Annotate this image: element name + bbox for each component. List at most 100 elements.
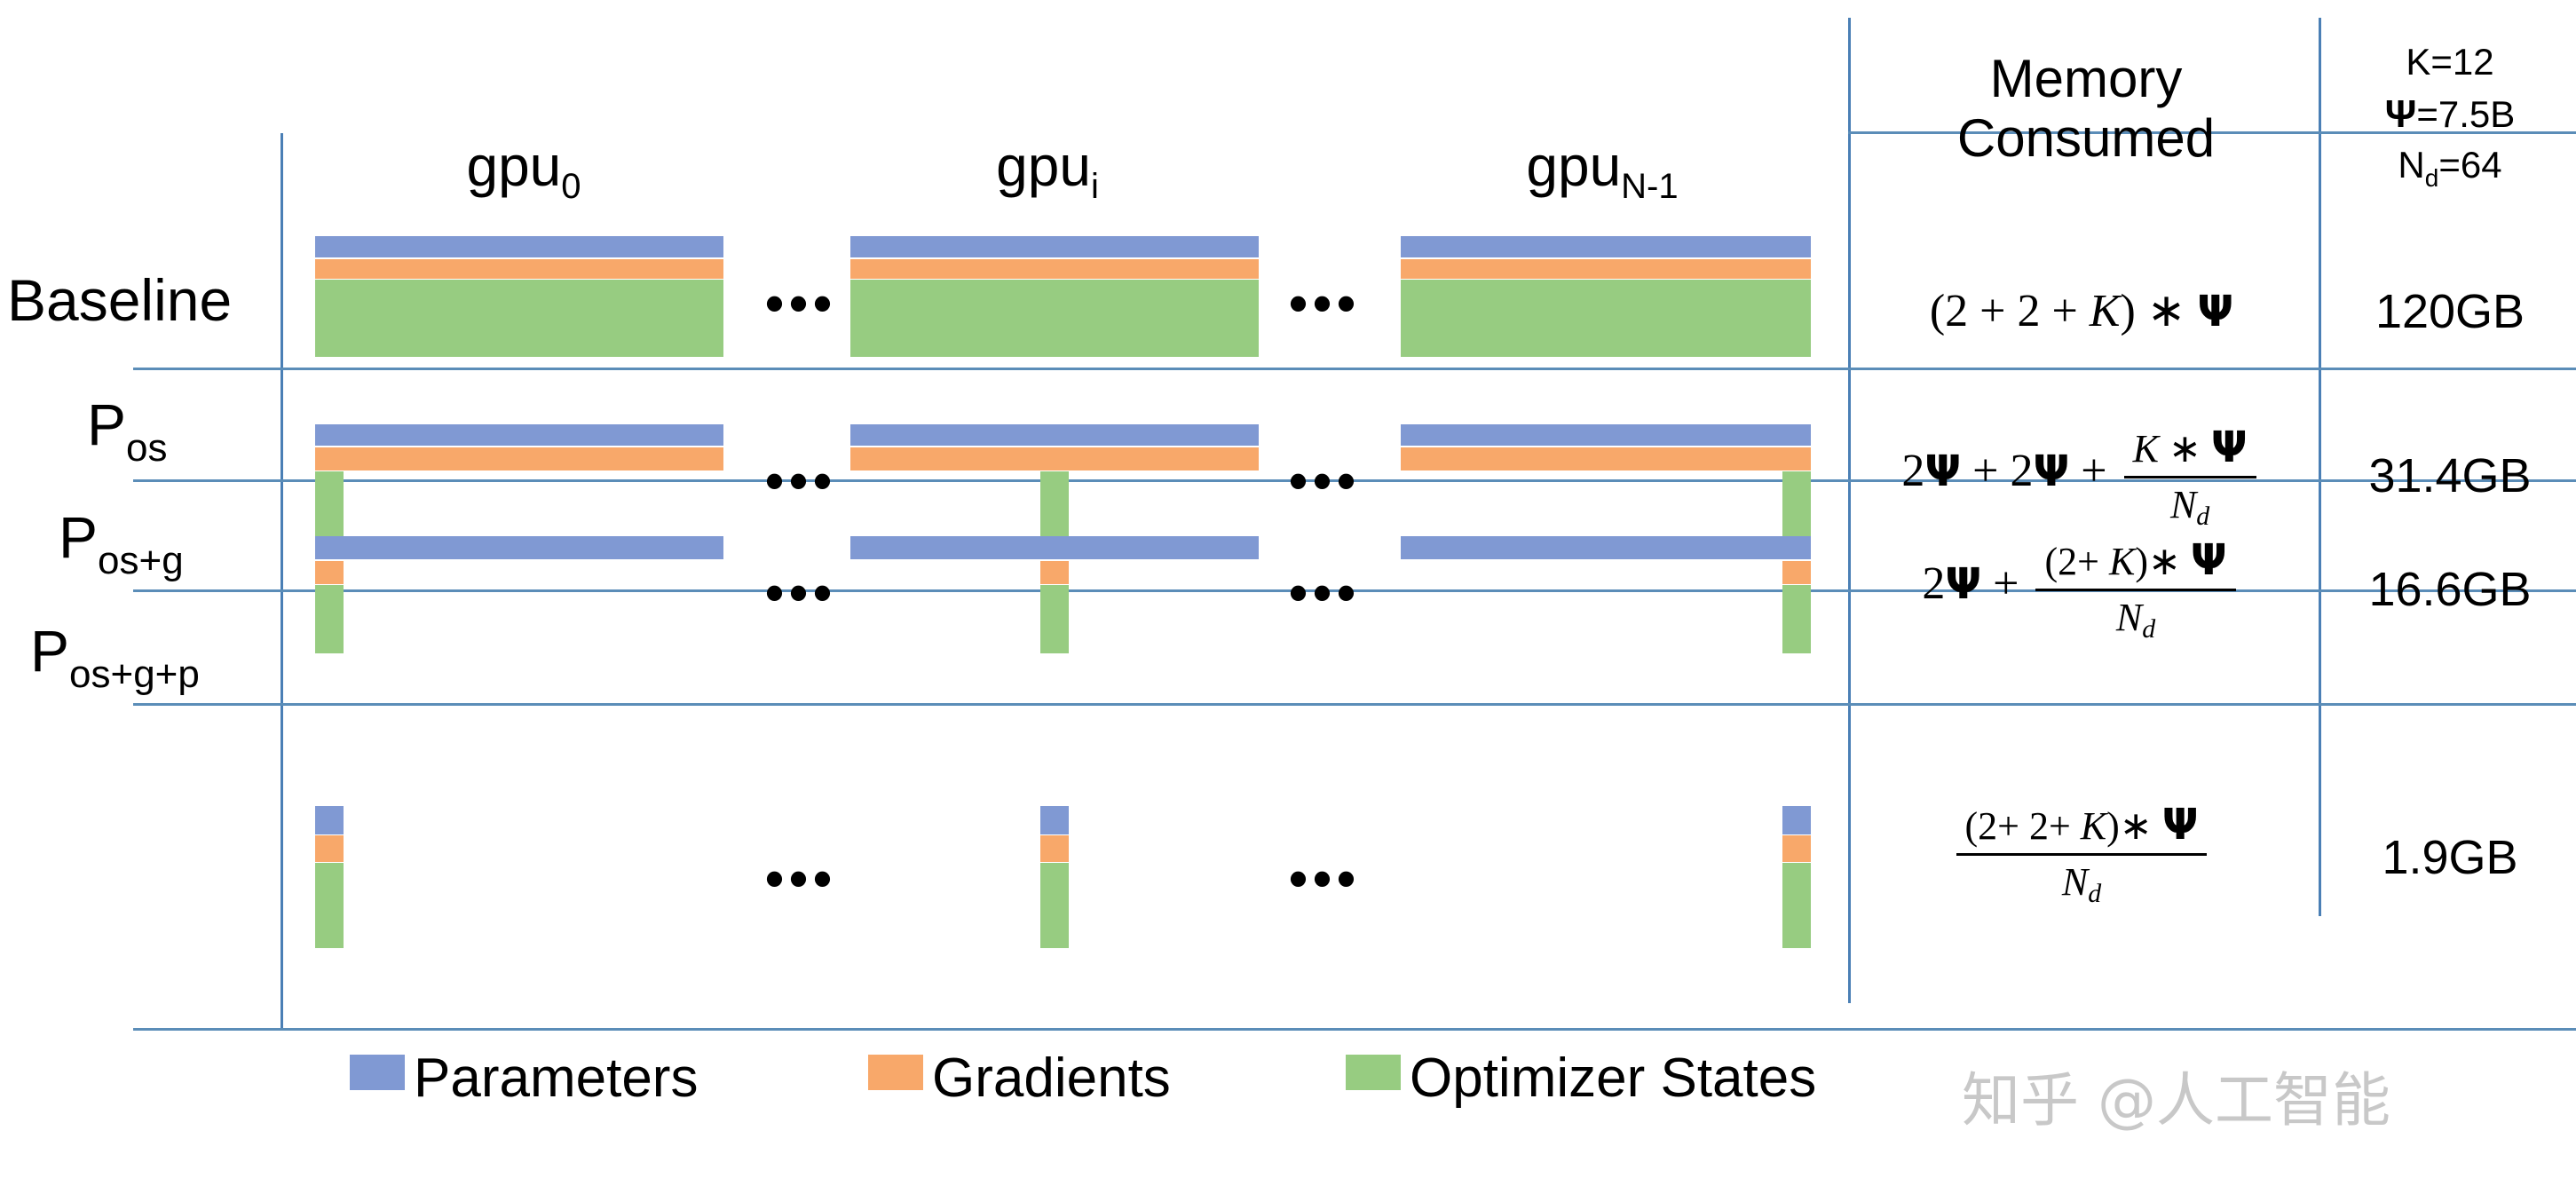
- row-label-baseline: Baseline: [7, 271, 232, 329]
- segment-optimizer-states: [1782, 585, 1811, 653]
- memory-value-divider: [2319, 18, 2321, 916]
- right-vertical-divider: [1848, 18, 1851, 1003]
- segment-optimizer-states: [315, 471, 344, 542]
- gpu-header-0-sub: 0: [561, 167, 581, 206]
- ellipsis-posg-2: •••: [1289, 563, 1362, 622]
- segment-gradients: [850, 447, 1259, 470]
- formula-baseline-expr: (2 + 2 + K) ∗ Ψ: [1929, 286, 2234, 336]
- segment-gradients: [315, 259, 723, 279]
- segment-gradients: [315, 447, 723, 470]
- ellipsis-pos-1: •••: [765, 451, 838, 510]
- row-label-pos-sub: os: [126, 426, 168, 470]
- segment-parameters: [315, 536, 723, 559]
- formula-baseline: (2 + 2 + K) ∗ Ψ: [1860, 257, 2303, 364]
- nd-sub: d: [2424, 164, 2439, 193]
- segment-parameters: [1040, 806, 1069, 834]
- segment-optimizer-states: [1782, 863, 1811, 948]
- ellipsis-posgp-2: •••: [1289, 849, 1362, 908]
- memory-value-posgp: 1.9GB: [2382, 831, 2518, 884]
- row-label-baseline-base: Baseline: [7, 267, 233, 333]
- row-label-posg-base: P: [59, 504, 99, 570]
- memory-value-pos: 31.4GB: [2368, 449, 2532, 502]
- bar-stack-pos-gpui: [850, 424, 1259, 542]
- ellipsis-baseline-1: •••: [765, 273, 838, 333]
- bar-stack-posgp-gpu0: [315, 806, 344, 948]
- gpu-header-i-sub: i: [1090, 167, 1099, 206]
- bar-stack-baseline-gpu0: [315, 236, 723, 357]
- memory-consumed-line1: Memory: [1989, 49, 2183, 108]
- constant-psi: Ψ=7.5B: [2330, 88, 2570, 140]
- nd-value: =64: [2438, 144, 2502, 186]
- gpu-header-n1-base: gpu: [1526, 134, 1622, 198]
- segment-gradients: [850, 259, 1259, 279]
- legend-label-gradients: Gradients: [932, 1048, 1171, 1109]
- memory-consumed-header: Memory Consumed: [1860, 49, 2312, 168]
- segment-optimizer-states: [315, 585, 344, 653]
- bar-stack-baseline-gpui: [850, 236, 1259, 357]
- watermark: 知乎 @人工智能: [1962, 1066, 2390, 1135]
- segment-parameters: [1401, 536, 1811, 559]
- segment-optimizer-states: [850, 280, 1259, 357]
- ellipsis-posg-1: •••: [765, 563, 838, 622]
- segment-optimizer-states: [315, 280, 723, 357]
- gpu-header-0-base: gpu: [466, 134, 562, 198]
- legend-label-parameters: Parameters: [414, 1048, 699, 1109]
- nd-symbol: N: [2398, 144, 2425, 186]
- header-rule: [1848, 131, 2576, 134]
- row-rule-3: [133, 589, 2576, 592]
- row-label-posgp-base: P: [30, 618, 70, 684]
- bar-stack-posg-gpui: [850, 536, 1259, 653]
- bar-stack-posgp-gpui: [1040, 806, 1069, 948]
- row-label-posg-sub: os+g: [98, 539, 184, 582]
- row-label-posgp: Pos+g+p: [30, 621, 200, 694]
- constant-nd: Nd=64: [2330, 140, 2570, 193]
- segment-parameters: [850, 424, 1259, 446]
- segment-gradients: [1401, 259, 1811, 279]
- segment-optimizer-states: [1401, 280, 1811, 357]
- legend-swatch-gradients: [868, 1055, 923, 1090]
- segment-gradients: [315, 835, 344, 862]
- memory-value-posg: 16.6GB: [2368, 563, 2532, 616]
- segment-optimizer-states: [315, 863, 344, 948]
- segment-gradients: [315, 561, 344, 584]
- segment-gradients: [1040, 561, 1069, 584]
- row-label-pos-base: P: [87, 391, 127, 457]
- memory-value-baseline: 120GB: [2375, 285, 2525, 338]
- row-label-pos: Pos: [87, 395, 168, 468]
- memory-consumed-line2: Consumed: [1956, 108, 2216, 169]
- gpu-header-n1: gpuN-1: [1394, 138, 1811, 204]
- left-vertical-divider: [281, 133, 283, 1028]
- constant-k: K=12: [2406, 41, 2494, 83]
- psi-symbol: Ψ: [2384, 91, 2417, 136]
- legend-swatch-parameters: [350, 1055, 405, 1090]
- segment-parameters: [1401, 424, 1811, 446]
- segment-optimizer-states: [1782, 471, 1811, 542]
- gpu-header-i: gpui: [852, 138, 1243, 204]
- row-rule-2: [133, 479, 2576, 482]
- segment-optimizer-states: [1040, 863, 1069, 948]
- row-rule-1: [133, 368, 2576, 370]
- bar-stack-pos-gpu0: [315, 424, 723, 542]
- segment-parameters: [315, 236, 723, 257]
- psi-value: =7.5B: [2416, 92, 2516, 135]
- gpu-header-n1-sub: N-1: [1621, 167, 1679, 206]
- segment-optimizer-states: [1040, 471, 1069, 542]
- ellipsis-baseline-2: •••: [1289, 273, 1362, 333]
- segment-gradients: [1040, 835, 1069, 862]
- segment-gradients: [1401, 447, 1811, 470]
- segment-gradients: [1782, 835, 1811, 862]
- segment-parameters: [1782, 806, 1811, 834]
- bar-stack-posg-gpun1: [1401, 536, 1811, 653]
- bar-stack-posgp-gpun1: [1782, 806, 1811, 948]
- bar-stack-pos-gpun1: [1401, 424, 1811, 542]
- segment-optimizer-states: [1040, 585, 1069, 653]
- bottom-rule: [133, 1028, 2576, 1031]
- constants-block: K=12 Ψ=7.5B Nd=64: [2330, 37, 2570, 193]
